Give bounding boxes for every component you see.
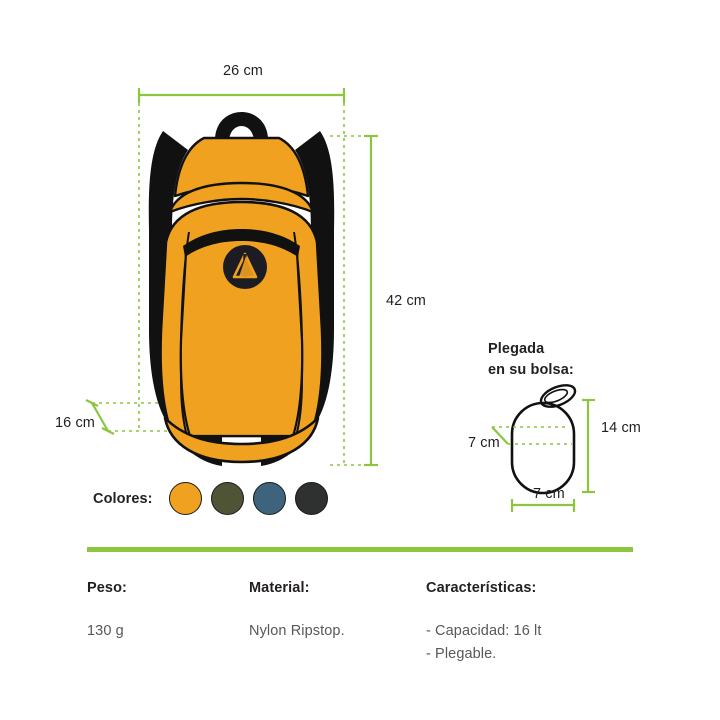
green-divider [87,547,633,552]
color-swatch-list [168,482,328,515]
lid-panel [168,181,315,214]
color-swatch-charcoal[interactable] [294,482,328,515]
folded-pouch-title-line1: Plegada [488,341,545,357]
spec-table: Peso: 130 g Material: Nylon Ripstop. Car… [87,580,647,667]
carabiner-icon [539,384,577,408]
pouch-body [510,401,576,495]
zipper-band [183,229,300,257]
spec-column-material: Material: Nylon Ripstop. [249,580,426,667]
color-swatch-olive[interactable] [210,482,244,515]
pouch-width-dimension-label: 7 cm [533,486,565,502]
spec-value: 130 g [87,623,124,639]
spec-value: - Capacidad: 16 lt [426,623,542,639]
spec-header-peso: Peso: [87,580,127,596]
brand-logo [223,245,267,289]
colores-section: Colores: [93,482,328,515]
height-dimension-label: 42 cm [386,293,426,309]
main-dimension-lines [85,88,378,467]
color-swatch-orange[interactable] [168,482,202,515]
spec-value: - Plegable. [426,646,497,663]
spec-column-peso: Peso: 130 g [87,580,249,667]
spec-values-peso: 130 g [87,620,249,643]
folded-pouch-title: Plegada en su bolsa: [488,339,574,380]
spec-header-caracteristicas: Características: [426,580,537,596]
spec-values-material: Nylon Ripstop. [249,620,426,643]
bottom-base-panel [163,416,320,464]
pouch-depth-dimension-label: 7 cm [468,435,500,451]
color-swatch-blue[interactable] [252,482,286,515]
depth-dimension-label: 16 cm [55,415,95,431]
pouch-dimension-lines [491,398,595,512]
pouch-height-dimension-label: 14 cm [601,420,641,436]
colores-label: Colores: [93,490,153,507]
spec-values-caracteristicas: - Capacidad: 16 lt - Plegable. [426,620,646,667]
width-dimension-label: 26 cm [223,63,263,79]
spec-header-material: Material: [249,580,310,596]
folded-pouch-illustration [491,384,595,512]
backpack-illustration [148,112,335,466]
spec-column-caracteristicas: Características: - Capacidad: 16 lt - Pl… [426,580,646,667]
spec-value: Nylon Ripstop. [249,623,345,639]
folded-pouch-title-line2: en su bolsa: [488,361,574,378]
